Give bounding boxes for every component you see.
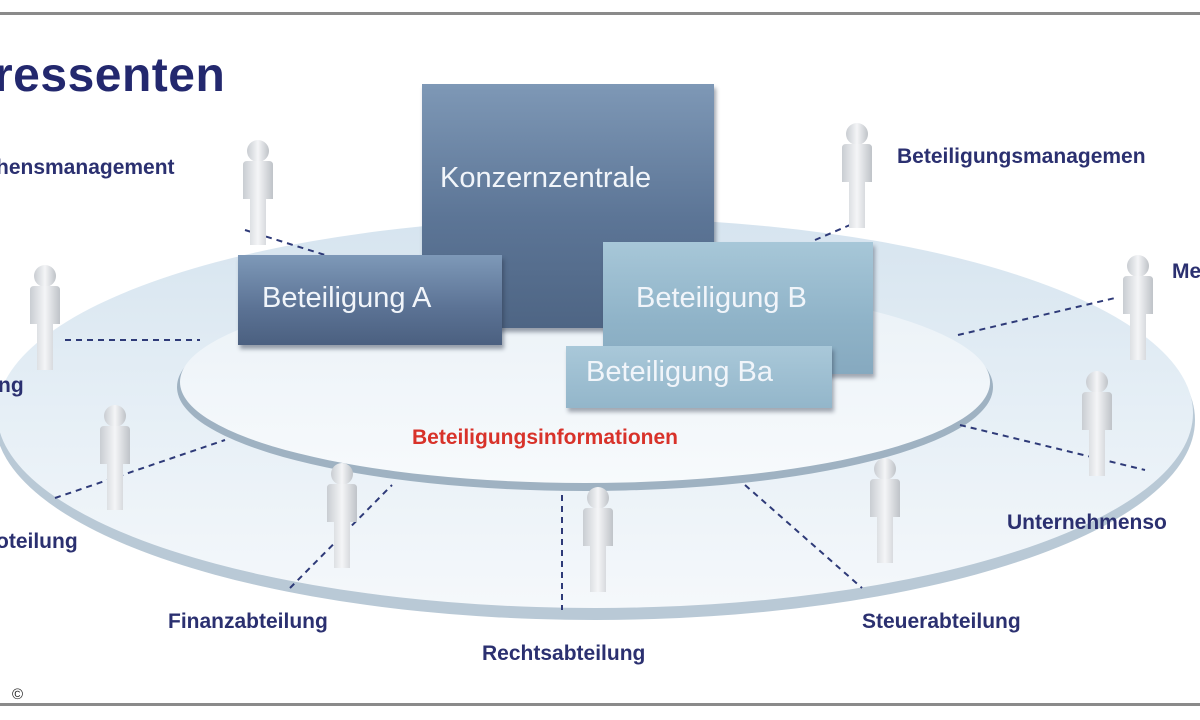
stakeholder-label-finanzabteilung: Finanzabteilung [168, 610, 328, 633]
stakeholder-label-top-left: hensmanagement [0, 156, 175, 179]
stakeholder-label-right-top: Me [1172, 260, 1200, 283]
beteiligung-b-label: Beteiligung B [636, 282, 807, 314]
stakeholder-label-steuerabteilung: Steuerabteilung [862, 610, 1021, 633]
stakeholder-label-rechtsabteilung: Rechtsabteilung [482, 642, 646, 665]
beteiligung-a-label: Beteiligung A [262, 282, 432, 314]
copyright-mark: © [12, 686, 24, 703]
connector-lines [54, 224, 1146, 610]
beteiligungsinformationen-label: Beteiligungsinformationen [412, 426, 679, 449]
beteiligung-a-block: Beteiligung A [238, 255, 502, 345]
person-icon [842, 123, 872, 228]
person-icon [243, 140, 273, 245]
stakeholder-label-left-mid: ng [0, 374, 24, 397]
stakeholder-label-left-lower: oteilung [0, 530, 78, 553]
beteiligung-ba-block: Beteiligung Ba [566, 346, 832, 408]
stakeholder-label-right-lower: Unternehmenso [1007, 511, 1167, 534]
image-frame [0, 12, 1200, 706]
page-title: ressenten [0, 49, 226, 102]
konzernzentrale-label: Konzernzentrale [440, 162, 652, 194]
stakeholder-label-top-right: Beteiligungsmanagemen [897, 145, 1146, 168]
beteiligung-ba-label: Beteiligung Ba [586, 356, 774, 388]
